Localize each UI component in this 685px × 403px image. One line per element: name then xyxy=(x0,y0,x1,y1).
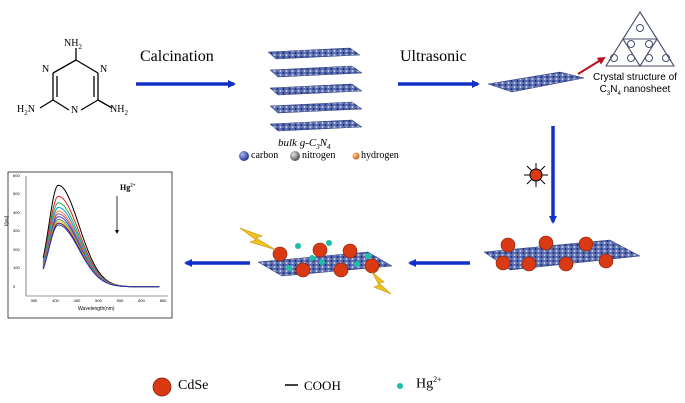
hydrogen-label: hydrogen xyxy=(361,150,399,161)
melamine-n-right: N xyxy=(100,64,108,75)
y-tick-label: 0 xyxy=(13,283,16,289)
hydrogen-ball xyxy=(352,152,360,160)
crystal-caption: Crystal structure of C3N4 nanosheet xyxy=(590,72,680,100)
bulk-label: bulk g-C3N4 xyxy=(278,137,331,152)
melamine-nh2-top: NH2 xyxy=(64,38,82,51)
melamine-n-left: N xyxy=(42,64,50,75)
process-arrows xyxy=(136,80,557,267)
cdse-legend-label: CdSe xyxy=(178,378,209,393)
x-tick-label: 550 xyxy=(116,298,124,303)
spectrum-chart xyxy=(7,171,173,319)
crystal-structure xyxy=(605,11,675,67)
y-tick-label: 200 xyxy=(13,246,20,252)
nitrogen-ball xyxy=(290,151,300,161)
cdse-hg-on-sheet xyxy=(257,240,393,278)
x-tick-label: 650 xyxy=(159,298,167,303)
melamine-structure xyxy=(39,48,113,111)
melamine-n-bottom: N xyxy=(71,105,79,116)
spectrum-ylabel: I(au) xyxy=(4,215,10,226)
hg-legend-label: Hg2+ xyxy=(416,375,442,392)
y-tick-label: 600 xyxy=(13,173,20,178)
spectrum-frame xyxy=(7,171,173,319)
bulk-g-c3n4-layers xyxy=(267,47,363,132)
ultrasonic-label: Ultrasonic xyxy=(400,48,467,65)
hg-legend-dot xyxy=(397,383,403,389)
cdse-on-sheet xyxy=(483,235,641,272)
x-tick-label: 400 xyxy=(52,298,59,303)
cdse-legend-ball xyxy=(152,377,172,397)
crystal-caption-line2: C3N4 nanosheet xyxy=(599,84,671,97)
spectrum-curves xyxy=(42,184,160,288)
y-tick-label: 500 xyxy=(13,191,20,197)
spectrum-series-10 xyxy=(42,224,160,288)
crystal-caption-line1: Crystal structure of xyxy=(593,72,677,83)
cooh-legend-label: COOH xyxy=(304,378,341,393)
calcination-label: Calcination xyxy=(140,48,214,65)
spectrum-hg-annotation: Hg2+ xyxy=(120,183,136,192)
nanosheet xyxy=(487,71,585,93)
spectrum-xlabel: Wavelength(nm) xyxy=(78,306,115,312)
melamine-nh2-right: NH2 xyxy=(110,104,128,117)
lightning-bolt-left xyxy=(239,227,277,251)
x-tick-label: 500 xyxy=(95,298,102,303)
melamine-h2n-left: H2N xyxy=(17,104,35,117)
lightning-bolt-right xyxy=(371,271,392,295)
x-tick-label: 600 xyxy=(138,298,145,303)
cdse-qd-icon xyxy=(524,163,548,187)
y-tick-label: 300 xyxy=(13,228,20,234)
y-tick-label: 100 xyxy=(13,265,20,271)
x-tick-label: 450 xyxy=(73,298,81,303)
y-tick-label: 400 xyxy=(13,209,20,215)
carbon-label: carbon xyxy=(251,150,279,161)
x-tick-label: 350 xyxy=(30,298,38,303)
carbon-ball xyxy=(239,151,249,161)
crystal-pointer-arrow xyxy=(577,56,606,75)
nitrogen-label: nitrogen xyxy=(302,150,336,161)
